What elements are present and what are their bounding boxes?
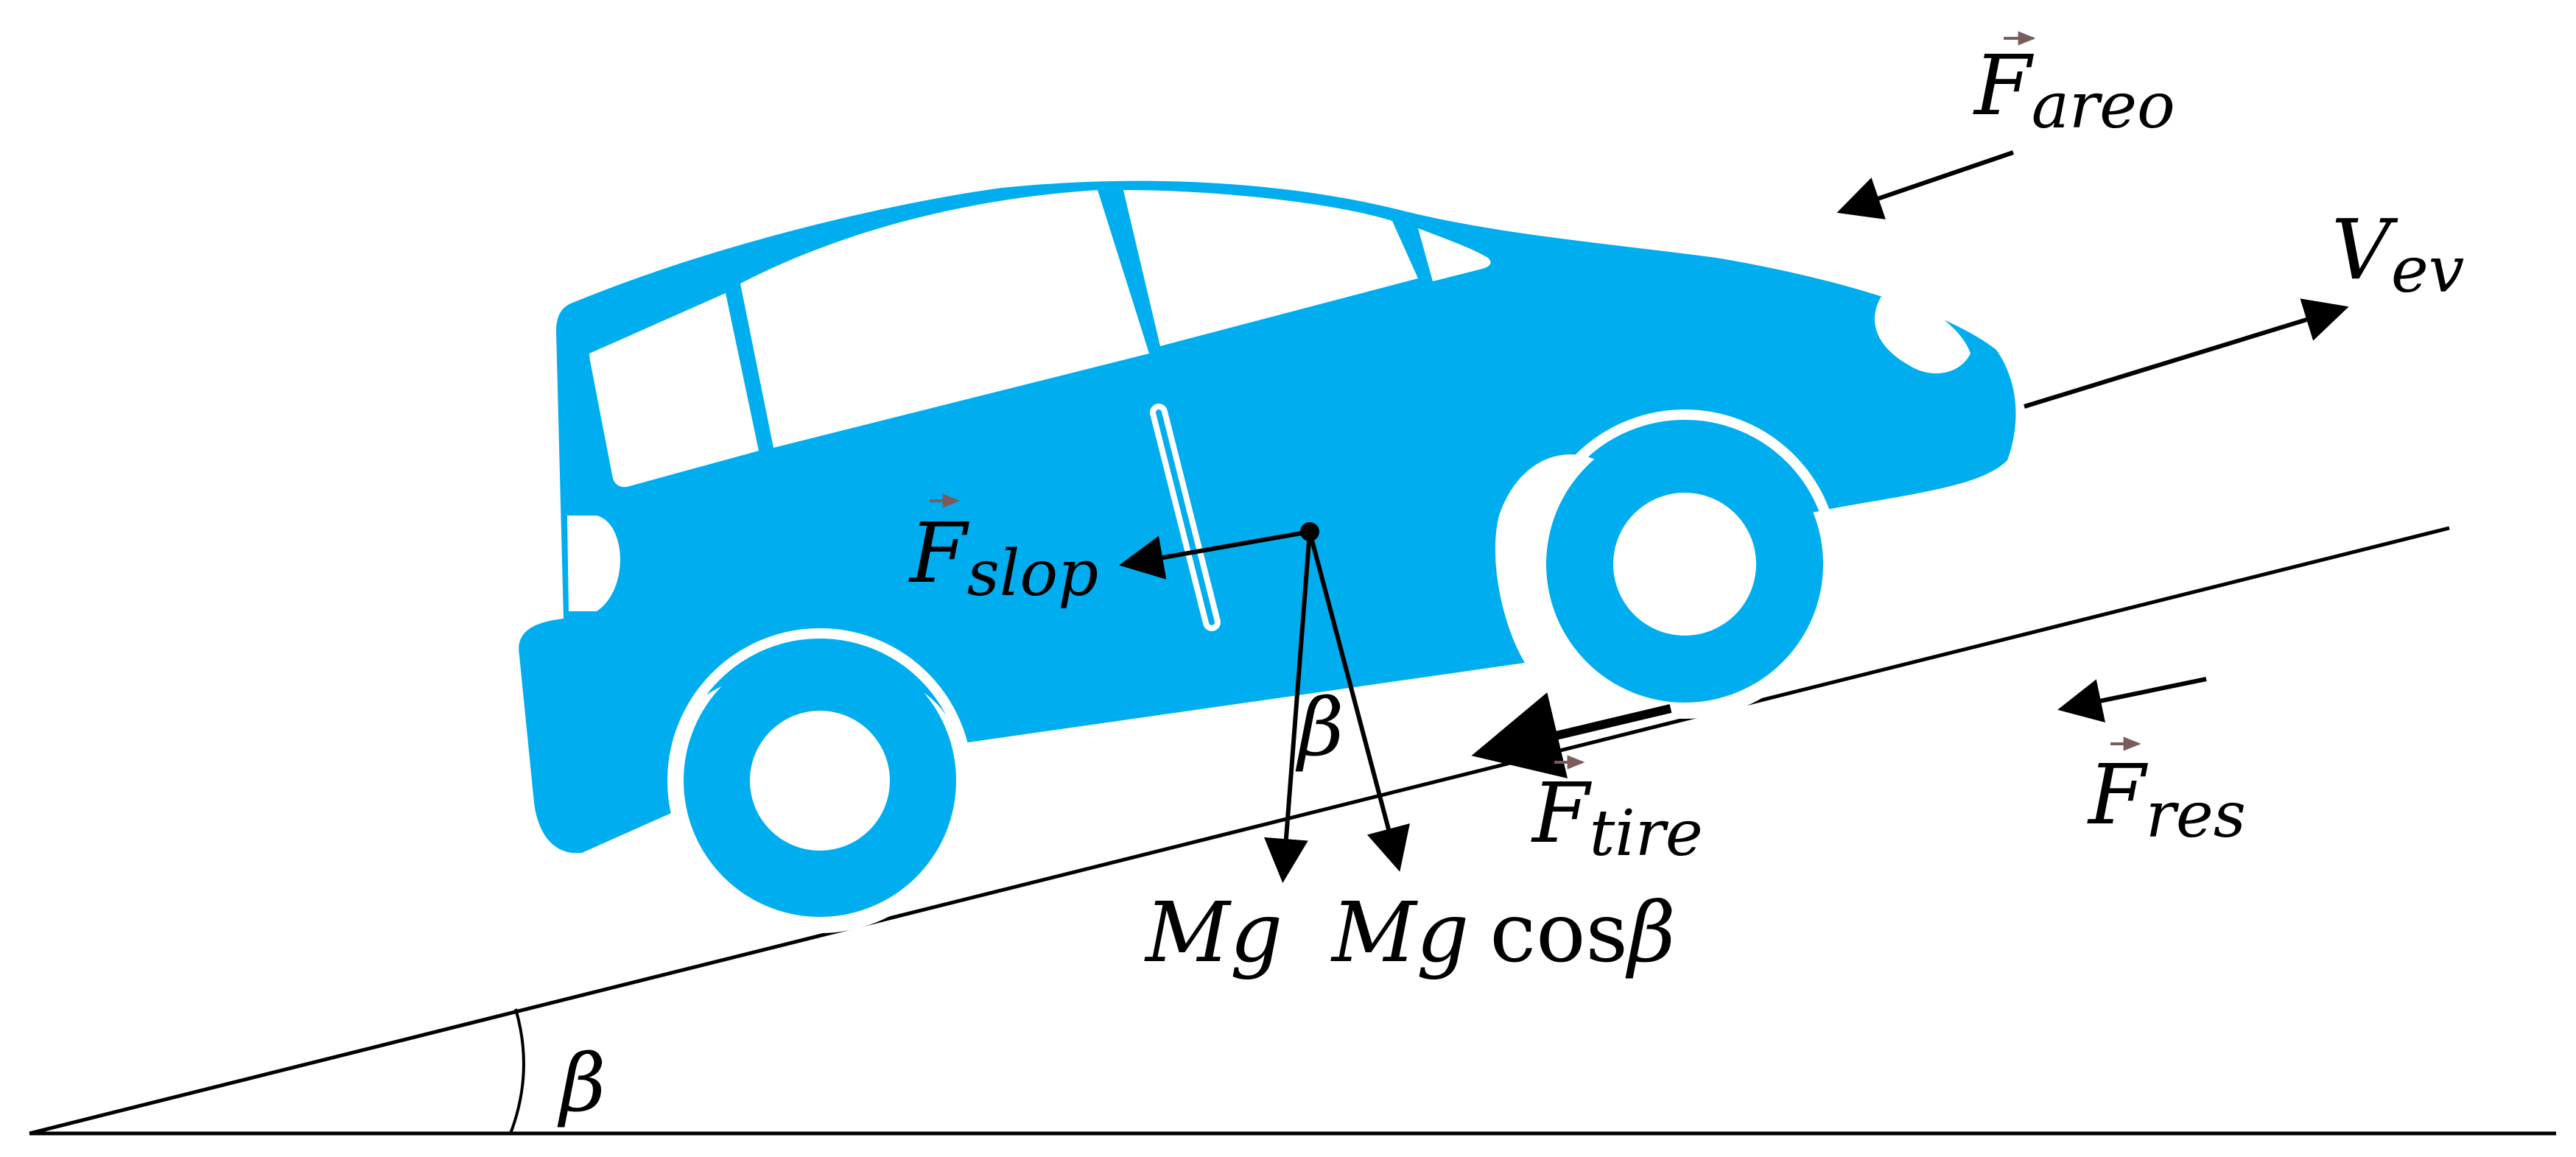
front-door-window	[1123, 190, 1418, 346]
rear-hub	[750, 711, 890, 851]
aero-force-arrow	[1836, 150, 2014, 219]
headlight	[1874, 293, 1970, 373]
svg-text:Fslop: Fslop	[908, 506, 1098, 611]
gravity-arrow	[1263, 531, 1312, 883]
door-handle-inner	[1156, 409, 1215, 625]
quarter-vent-window	[1418, 228, 1491, 281]
tail-light	[567, 516, 620, 611]
label-beta-center: β	[1295, 682, 1344, 774]
front-wheel-arch	[1530, 409, 1839, 719]
label-f-aero: Fareo	[1973, 31, 2175, 143]
tire-force-arrow	[1471, 692, 1672, 778]
svg-text:Fres: Fres	[2087, 748, 2246, 852]
rear-quarter-window	[589, 293, 759, 488]
slope-angle-arc	[509, 1008, 525, 1134]
svg-text:Vev: Vev	[2331, 203, 2464, 307]
slope-line	[29, 526, 2450, 1136]
front-hub	[1613, 493, 1756, 636]
label-f-res: Fres	[2087, 736, 2246, 852]
normal-component-arrow	[1308, 531, 1410, 872]
rear-wheel-arch	[667, 628, 972, 933]
svg-text:Fareo: Fareo	[1973, 38, 2175, 143]
car-icon	[519, 180, 2016, 933]
svg-text:Ftire: Ftire	[1531, 766, 1703, 871]
rear-door-window	[740, 190, 1149, 448]
velocity-arrow	[2024, 298, 2349, 409]
label-f-tire: Ftire	[1531, 755, 1703, 871]
resistance-force-arrow	[2057, 677, 2207, 723]
label-beta-ground: β	[557, 1038, 606, 1130]
label-f-slop: Fslop	[908, 493, 1098, 611]
label-mg: Mg	[1144, 885, 1282, 981]
label-v-ev: Vev	[2331, 203, 2464, 307]
slope-force-arrow	[1119, 530, 1310, 580]
